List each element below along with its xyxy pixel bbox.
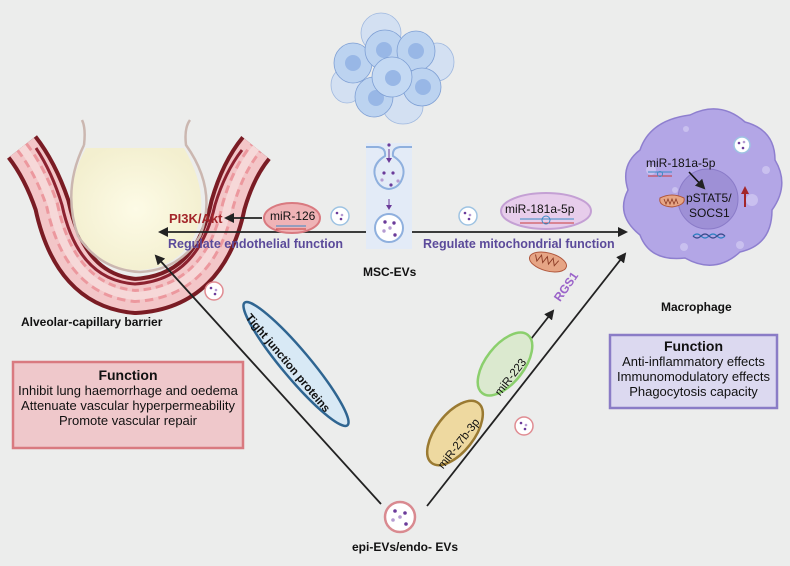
mir181-label: miR-181a-5p bbox=[505, 202, 575, 216]
ev-particle-icon bbox=[330, 206, 350, 226]
endothelial-caption: Regulate endothelial function bbox=[168, 237, 344, 251]
macrophage-function-title: Function bbox=[663, 338, 724, 354]
ev-particle-icon bbox=[204, 281, 224, 301]
mirna-hairpin-icon bbox=[276, 215, 574, 230]
alveolar-function-title: Function bbox=[98, 367, 158, 383]
mir126-label: miR-126 bbox=[270, 209, 316, 223]
alveolar-function-item: Attenuate vascular hyperpermeability bbox=[21, 398, 235, 413]
ev-particle-icon bbox=[514, 416, 534, 436]
macrophage-function-item: Anti-inflammatory effects bbox=[622, 354, 765, 369]
macrophage-mirna-label: miR-181a-5p bbox=[646, 156, 716, 170]
arrow-epi-to-macrophage bbox=[426, 252, 627, 507]
alveolar-function-item: Promote vascular repair bbox=[59, 413, 197, 428]
alveolar-label: Alveolar-capillary barrier bbox=[21, 315, 163, 329]
tight-junction-capsule bbox=[242, 300, 350, 428]
macrophage-function-box-bg bbox=[608, 333, 779, 410]
macrophage-function-item: Immunomodulatory effects bbox=[617, 369, 770, 384]
mir181-capsule bbox=[500, 192, 592, 230]
pathway-label: PI3K/Akt bbox=[169, 211, 223, 226]
arrow-mir223-to-rgs1 bbox=[530, 309, 555, 340]
mitochondrial-caption: Regulate mitochondrial function bbox=[423, 237, 615, 251]
ev-particle-icon bbox=[458, 206, 478, 226]
ev-secretion-icon bbox=[366, 143, 412, 249]
arrow-epi-to-alveolar bbox=[154, 254, 382, 505]
socs1-label: SOCS1 bbox=[689, 206, 730, 220]
msc-cell-cluster-icon bbox=[330, 12, 455, 125]
alveolar-function-item: Inhibit lung haemorrhage and oedema bbox=[18, 383, 238, 398]
msc-evs-label: MSC-EVs bbox=[363, 265, 417, 279]
epi-ev-icon bbox=[383, 500, 417, 534]
alveolar-function-box: Function Inhibit lung haemorrhage and oe… bbox=[13, 362, 243, 448]
alveolar-function-box-bg bbox=[11, 360, 245, 450]
macrophage-function-item: Phagocytosis capacity bbox=[629, 384, 758, 399]
macrophage-function-box: Function Anti-inflammatory effects Immun… bbox=[610, 335, 777, 408]
pstat5-label: pSTAT5/ bbox=[686, 191, 732, 205]
mir27b-capsule bbox=[425, 399, 485, 467]
alveolar-capillary-icon bbox=[6, 119, 272, 316]
macrophage-icon bbox=[622, 108, 783, 266]
mitochondrion-icon bbox=[529, 251, 567, 273]
epi-evs-label: epi-EVs/endo- EVs bbox=[352, 540, 459, 554]
macrophage-label: Macrophage bbox=[661, 300, 732, 314]
mir223-capsule bbox=[476, 331, 534, 397]
